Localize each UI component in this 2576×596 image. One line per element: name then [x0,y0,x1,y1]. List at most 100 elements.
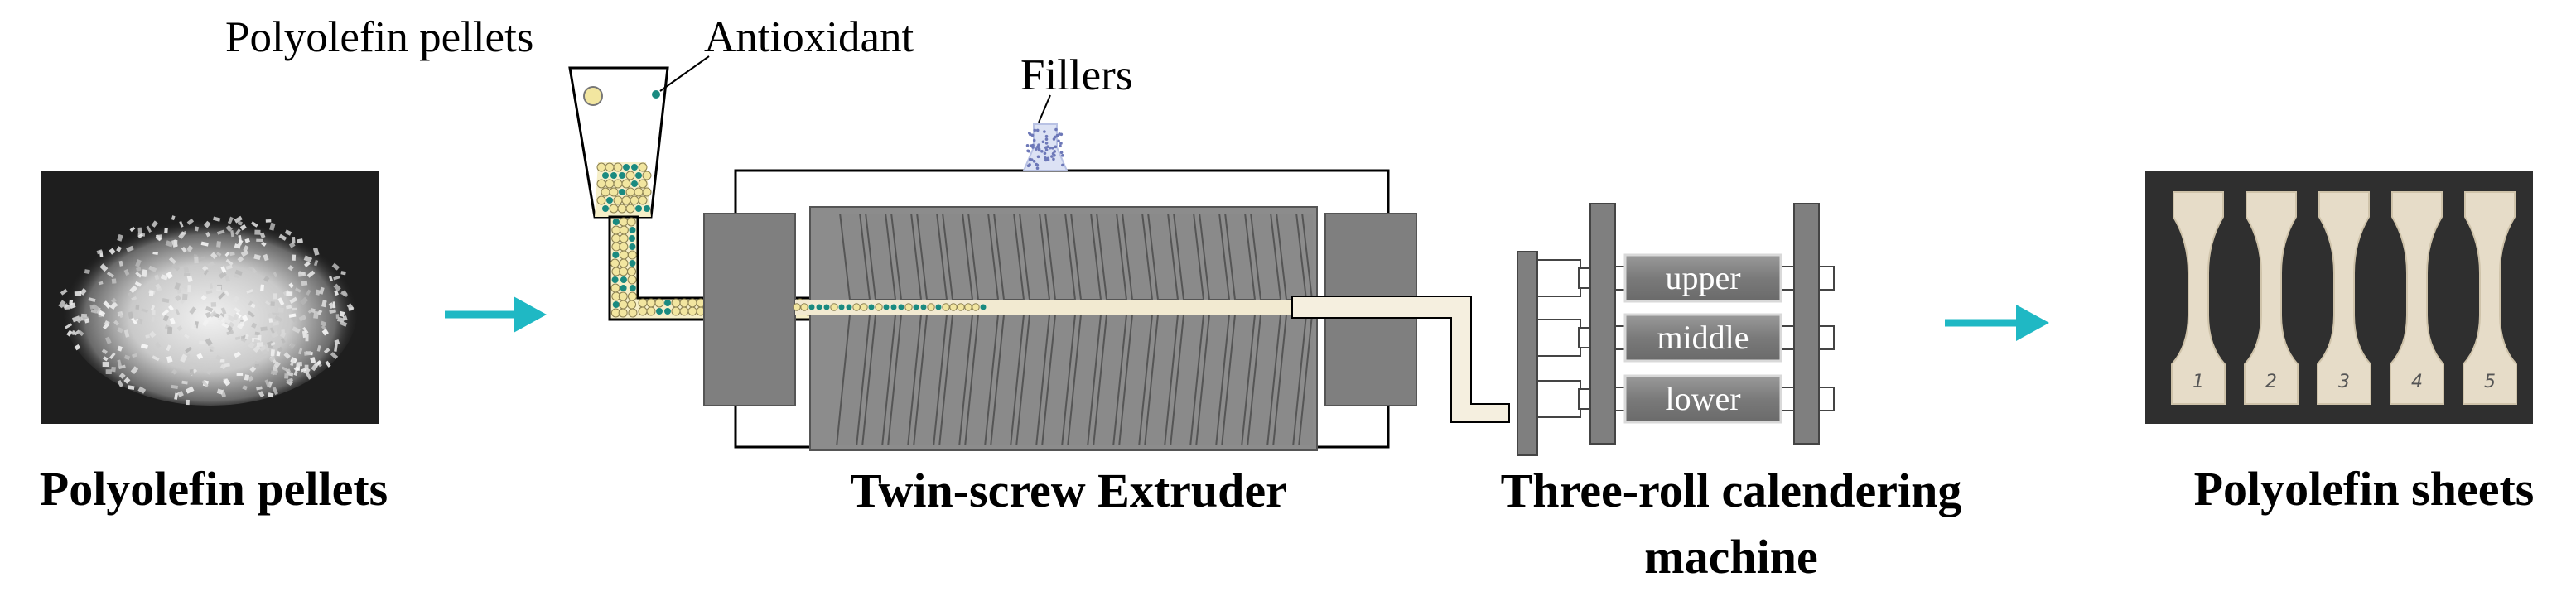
pellet-speck [141,269,147,277]
pellet-speck [224,275,230,282]
flow-arrow-1 [445,296,547,333]
pellet-speck [303,367,311,375]
pellet-speck [304,350,312,356]
pellet-speck [333,283,341,291]
specimen-number: 1 [2192,372,2204,392]
filler-particle [1061,163,1064,167]
pellet-speck [156,234,163,239]
pellet-speck [284,229,292,236]
pellet-speck [135,304,140,310]
pellet-speck [265,219,272,223]
pellet-speck [250,303,256,309]
pellet-speck [183,267,190,273]
filler-particle [1044,142,1049,145]
pellet-speck [194,256,199,264]
pellet-speck [203,269,209,276]
three-roll-calender: upper middle lower [1517,203,1835,456]
antioxidant-particle [606,197,613,204]
pellet-speck [129,226,136,233]
filler-particle [1057,139,1060,143]
pellet-speck [96,249,103,255]
pellet-speck [210,252,218,259]
pellet-speck [306,289,311,296]
pellet-particle [972,303,980,311]
filler-particle [1044,134,1049,138]
filler-particle [1030,133,1035,137]
pellet-speck [71,315,81,323]
pellet-speck [248,300,253,306]
antioxidant-particle [611,276,619,283]
pellet-speck [205,311,212,319]
roll-upper: upper [1623,253,1782,303]
pellet-particle [610,258,620,268]
pellet-speck [145,334,150,339]
pellet-speck [176,325,183,331]
pellet-speck [166,344,171,352]
pellet-speck [277,307,284,313]
filler-particle [1040,150,1044,153]
pellet-speck [227,216,234,224]
pellet-speck [109,352,116,360]
pellet-speck [268,355,276,363]
pellet-speck [301,280,308,286]
pellet-speck [253,254,261,261]
pellet-speck [256,342,263,348]
pellet-speck [274,315,283,323]
antioxidant-particle [656,308,663,315]
filler-particle [1036,145,1040,149]
dogbone-specimen: 5 [2463,191,2517,405]
pellet-particle [619,233,629,243]
pellet-speck [132,353,138,358]
screw-flight [1298,314,1313,445]
pellet-particle [613,179,623,189]
pellet-speck [254,331,260,336]
filler-particle [1035,166,1040,170]
pellet-speck [273,272,278,278]
antioxidant-sample-icon [652,90,660,99]
antioxidant-particle [631,164,638,171]
pellet-speck [278,233,287,241]
filler-particle [1051,151,1055,156]
pellet-speck [281,338,286,344]
pellet-speck [180,353,188,363]
pellet-speck [189,368,195,376]
pellet-particle [679,306,689,316]
pellet-speck [253,344,261,353]
roll-journal-left [1614,266,1626,291]
pellet-particle [611,225,621,235]
pellet-speck [234,243,241,249]
pellet-speck [129,285,137,294]
hopper-pellets-label: Polyolefin pellets [225,13,533,61]
pellet-speck [152,251,158,256]
dogbone-specimen: 2 [2244,191,2299,405]
antioxidant-particle [612,219,620,225]
pellet-speck [218,291,226,300]
pellet-speck [151,316,155,322]
pellet-speck [238,234,243,243]
pellet-speck [339,310,345,317]
pellet-speck [277,346,283,353]
pellet-speck [297,348,303,355]
filler-particle [1048,146,1052,150]
dogbone-specimen: 3 [2317,191,2371,405]
pellet-speck [74,291,82,296]
dogbone-shape [2390,191,2444,405]
pellet-speck [187,285,191,293]
pellet-speck [286,291,293,296]
pellet-speck [234,336,241,340]
pellet-speck [123,354,131,360]
pellet-speck [259,284,265,292]
pellet-speck [64,305,70,310]
pellet-particle [626,217,636,227]
dogbone-shape [2317,191,2371,405]
antioxidant-particle [890,304,897,310]
pellet-speck [168,257,176,265]
pellet-speck [225,224,233,233]
pellet-speck [135,259,142,267]
antioxidant-particle [602,172,609,179]
pellet-speck [292,254,297,261]
pellet-speck [216,286,222,291]
pellet-speck [101,348,108,354]
specimen-number: 5 [2484,372,2496,392]
pellet-speck [148,330,157,339]
